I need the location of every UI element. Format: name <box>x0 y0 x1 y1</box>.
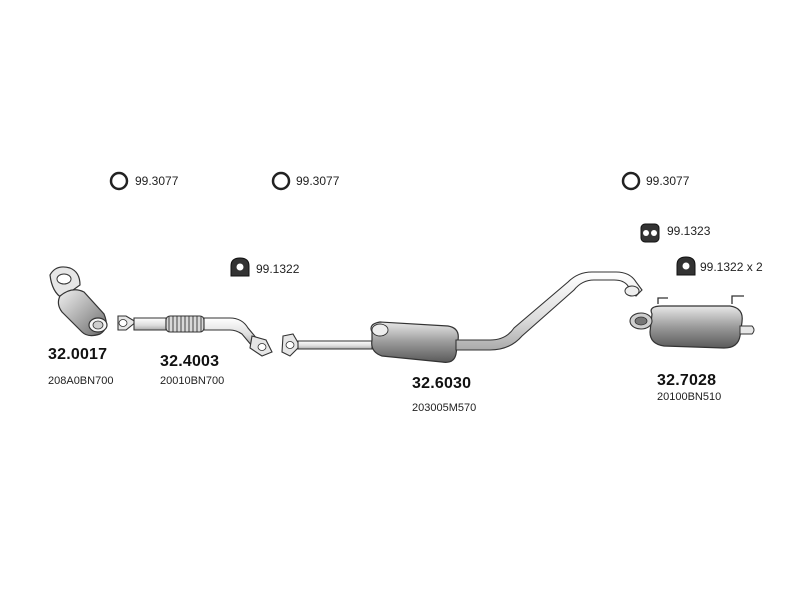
accessory-label: 99.1322 x 2 <box>700 260 763 274</box>
accessory-label: 99.1323 <box>667 224 711 238</box>
oem-number-label: 20010BN700 <box>160 375 225 387</box>
rubber-hanger-icon <box>230 257 250 277</box>
accessory-label: 99.3077 <box>296 174 340 188</box>
middle-silencer-pipe <box>281 271 643 363</box>
oem-number-label: 208A0BN700 <box>48 375 114 387</box>
part-number-label: 32.6030 <box>412 375 472 392</box>
rubber-ring-icon <box>271 171 291 191</box>
accessory-label: 99.1322 <box>256 262 300 276</box>
catalytic-converter <box>49 266 108 337</box>
accessory-label: 99.3077 <box>135 174 179 188</box>
part-number-label: 32.7028 <box>657 372 717 389</box>
part-number-label: 32.0017 <box>48 346 108 363</box>
rubber-ring-icon <box>621 171 641 191</box>
oem-number-label: 20100BN510 <box>657 391 722 403</box>
rubber-hanger-icon <box>640 223 660 243</box>
front-pipe-with-flex <box>117 315 273 357</box>
oem-number-label: 203005M570 <box>412 402 477 414</box>
rear-silencer <box>629 295 755 349</box>
part-number-label: 32.4003 <box>160 353 220 370</box>
rubber-ring-icon <box>109 171 129 191</box>
accessory-label: 99.3077 <box>646 174 690 188</box>
rubber-hanger-icon <box>676 256 696 276</box>
